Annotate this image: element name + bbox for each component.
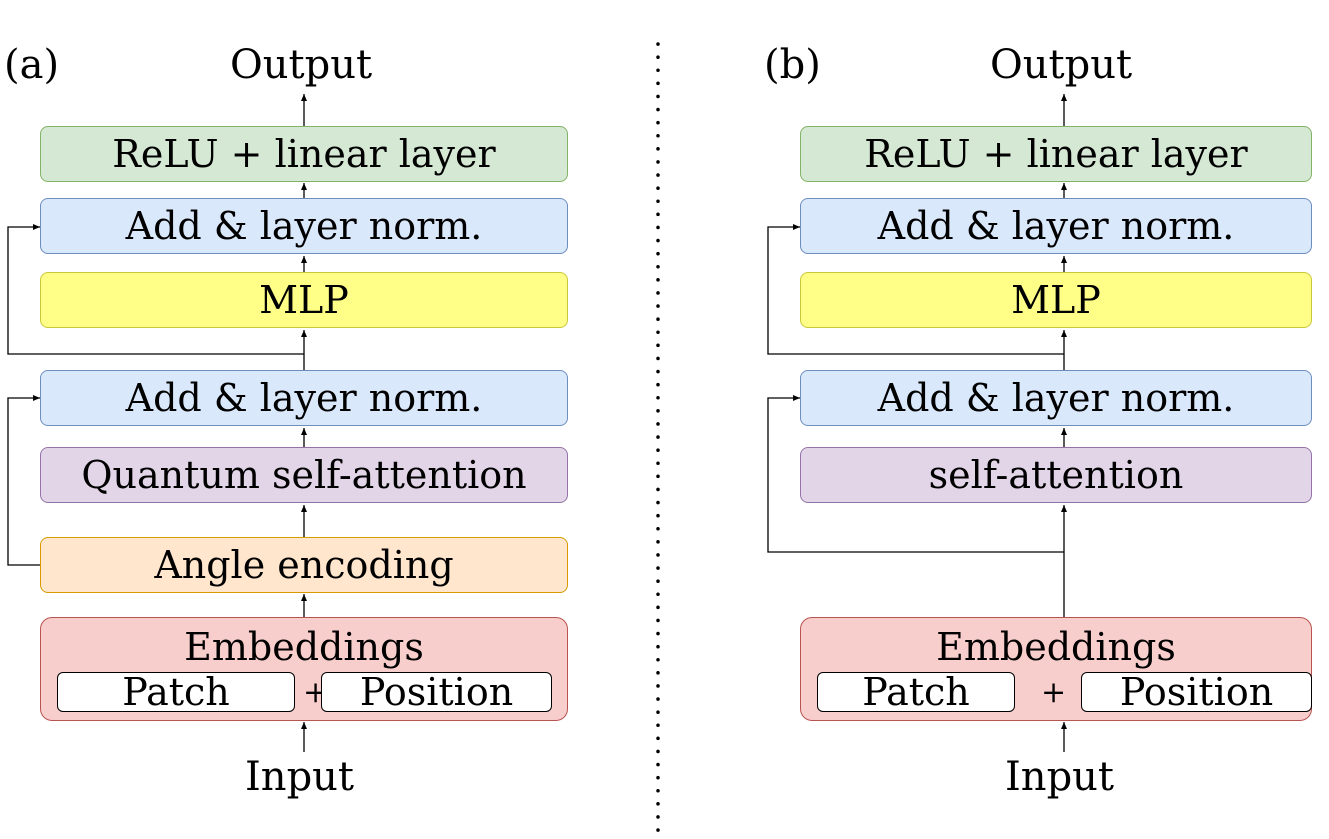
panel-a-mlp-block: MLP (40, 272, 568, 328)
skip-left-lower (7, 395, 40, 566)
panel-a-addnorm-bottom-label: Add & layer norm. (125, 376, 483, 420)
panel-b-addnorm-top-label: Add & layer norm. (877, 204, 1235, 248)
panel-b-relu-block: ReLU + linear layer (800, 126, 1312, 182)
panel-b-attention-label: self-attention (928, 453, 1184, 497)
panel-b-patch-label: Patch (862, 670, 970, 714)
panel-b-attention-block: self-attention (800, 447, 1312, 503)
panel-b-position-label: Position (1119, 670, 1274, 714)
panel-b-embeddings-block: Embeddings Patch + Position (800, 617, 1312, 721)
panel-b-position-box: Position (1081, 672, 1312, 712)
panel-a-embeddings-block: Embeddings Patch + Position (40, 617, 568, 721)
skip-right-upper (767, 224, 1064, 355)
panel-b-addnorm-top-block: Add & layer norm. (800, 198, 1312, 254)
panel-b-addnorm-bottom-block: Add & layer norm. (800, 370, 1312, 426)
skip-left-upper (7, 224, 304, 355)
panel-a-position-label: Position (359, 670, 514, 714)
panel-a-label: (a) (4, 42, 60, 88)
panel-b-label: (b) (764, 42, 821, 88)
panel-b-output-label: Output (990, 42, 1133, 88)
skip-right-lower (767, 395, 1064, 553)
panel-a-encoding-label: Angle encoding (154, 543, 454, 587)
panel-a-addnorm-bottom-block: Add & layer norm. (40, 370, 568, 426)
panel-b-plus-sign: + (1041, 675, 1067, 710)
panel-b-mlp-label: MLP (1011, 278, 1101, 322)
panel-a-input-label: Input (245, 754, 355, 800)
panel-a-addnorm-top-label: Add & layer norm. (125, 204, 483, 248)
panel-a-addnorm-top-block: Add & layer norm. (40, 198, 568, 254)
panel-a-relu-label: ReLU + linear layer (112, 132, 496, 176)
panel-a-attention-block: Quantum self-attention (40, 447, 568, 503)
panel-a-encoding-block: Angle encoding (40, 537, 568, 593)
panel-a-embeddings-label: Embeddings (184, 625, 424, 669)
panel-a-mlp-label: MLP (259, 278, 349, 322)
panel-b-relu-label: ReLU + linear layer (864, 132, 1248, 176)
panel-a-output-label: Output (230, 42, 373, 88)
panel-a-relu-block: ReLU + linear layer (40, 126, 568, 182)
panel-b-mlp-block: MLP (800, 272, 1312, 328)
panel-b-addnorm-bottom-label: Add & layer norm. (877, 376, 1235, 420)
panel-a-patch-label: Patch (122, 670, 230, 714)
panel-a-patch-box: Patch (57, 672, 295, 712)
panel-a-attention-label: Quantum self-attention (81, 453, 527, 497)
panel-a-position-box: Position (321, 672, 552, 712)
panel-b-embeddings-label: Embeddings (936, 625, 1176, 669)
panel-b-patch-box: Patch (817, 672, 1015, 712)
panel-b-input-label: Input (1005, 754, 1115, 800)
